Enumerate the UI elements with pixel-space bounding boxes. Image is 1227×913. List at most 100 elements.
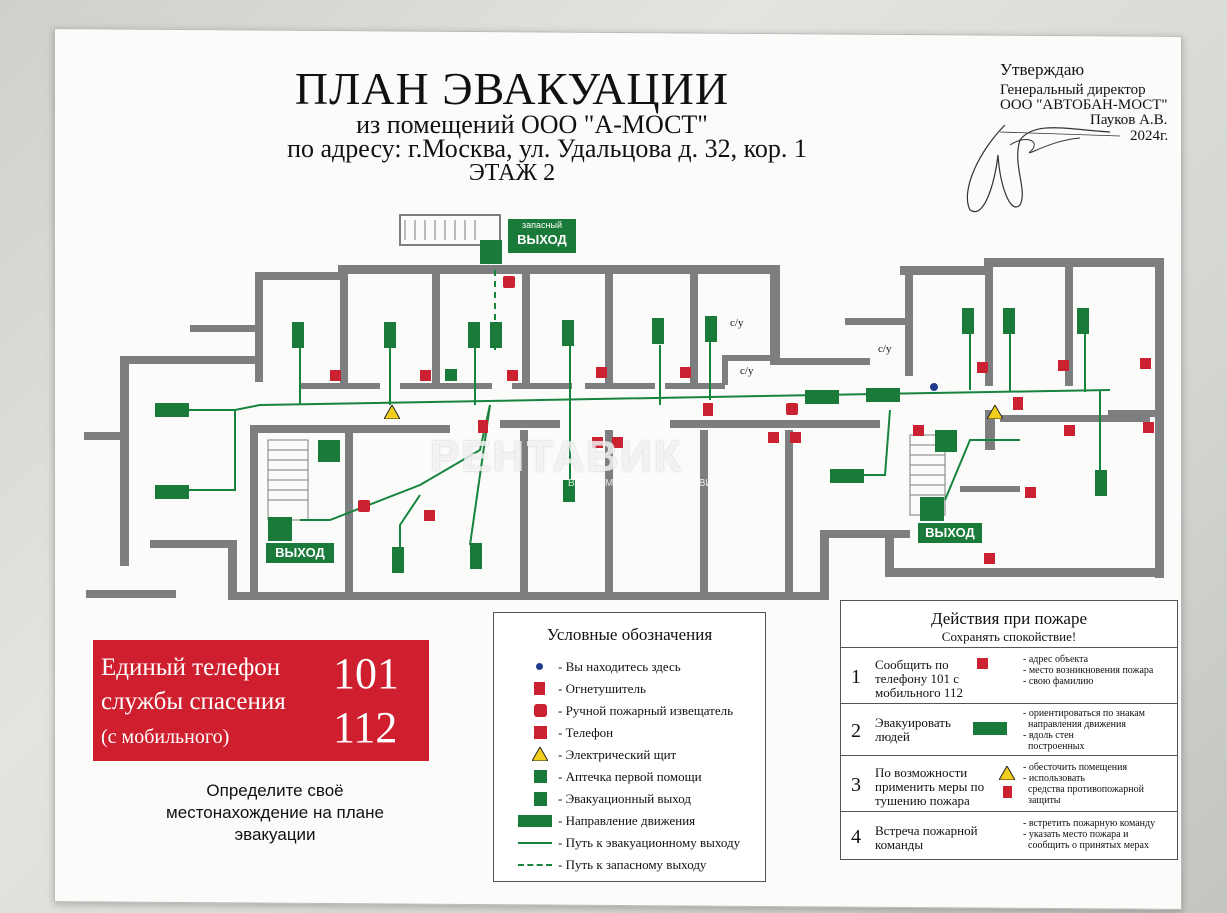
room-exit-sign-icon xyxy=(392,547,404,573)
plan-subtitle-company: из помещений ООО "А-МОСТ" xyxy=(356,110,708,139)
electrical-panel-icon xyxy=(987,405,1003,419)
emergency-line-2: службы спасения xyxy=(101,688,286,715)
extinguisher-icon xyxy=(703,403,713,416)
phone-icon xyxy=(592,437,603,448)
legend-panel: Условные обозначения - Вы находитесь зде… xyxy=(493,612,766,882)
phone-icon xyxy=(330,370,341,381)
watermark-brand: РЕНТАВИК xyxy=(430,432,683,481)
locate-note: Определите своё местонахождение на плане… xyxy=(166,781,384,844)
plan-subtitle-address: по адресу: г.Москва, ул. Удальцова д. 32… xyxy=(287,134,807,163)
room-exit-sign-icon xyxy=(468,322,480,348)
legend-label: - Аптечка первой помощи xyxy=(558,769,702,784)
room-exit-sign-icon xyxy=(1077,308,1089,334)
fire-action-note: - обесточить помещения - использовать ср… xyxy=(1023,762,1144,806)
wc-label-3: с/у xyxy=(878,343,892,355)
exit-sign-left: ВЫХОД xyxy=(266,543,334,563)
room-exit-sign-icon xyxy=(705,316,717,342)
fire-action-row: 3 По возможности применить меры по тушен… xyxy=(841,755,1177,812)
electrical-panel-icon xyxy=(532,747,548,761)
extinguisher-icon xyxy=(1013,397,1023,410)
evacuation-exit-icon xyxy=(534,792,547,806)
evacuation-routes xyxy=(180,330,1111,560)
manual-call-point-icon xyxy=(503,276,515,288)
phone-icon xyxy=(1140,358,1151,369)
phone-icon xyxy=(1143,422,1154,433)
plan-floor: ЭТАЖ 2 xyxy=(468,160,556,186)
spare-exit-bottom: ВЫХОД xyxy=(517,232,567,247)
fire-action-number: 3 xyxy=(851,774,861,796)
approval-approve: Утверждаю xyxy=(1000,60,1085,79)
phone-icon xyxy=(420,370,431,381)
direction-arrow-icon xyxy=(830,469,864,483)
room-exit-sign-icon xyxy=(1095,470,1107,496)
direction-arrow-icon xyxy=(973,722,1007,735)
phone-icon xyxy=(596,367,607,378)
running-person-sign-icon xyxy=(935,430,957,452)
fire-actions-subtitle: Сохранять спокойствие! xyxy=(941,629,1077,644)
legend-title: Условные обозначения xyxy=(546,625,713,644)
building-walls xyxy=(84,214,1164,600)
spare-exit-sign: запасный ВЫХОД xyxy=(508,219,576,253)
electrical-panel-icon xyxy=(384,405,400,419)
fire-actions-panel: Действия при пожаре Сохранять спокойстви… xyxy=(840,600,1178,860)
room-exit-sign-icon xyxy=(563,480,575,502)
exit-sign-right: ВЫХОД xyxy=(918,523,982,543)
emergency-line-1: Единый телефон xyxy=(101,654,281,681)
you-are-here-dot xyxy=(930,383,938,391)
extinguisher-icon xyxy=(1003,786,1012,798)
room-exit-sign-icon xyxy=(470,543,482,569)
phone-icon xyxy=(1064,425,1075,436)
phone-icon xyxy=(612,437,623,448)
legend-label: - Путь к эвакуационному выходу xyxy=(558,835,741,850)
legend-label: - Вы находитесь здесь xyxy=(558,659,681,674)
phone-icon xyxy=(424,510,435,521)
direction-arrow-icon xyxy=(805,390,839,404)
approval-name: Пауков А.В. xyxy=(1090,112,1168,128)
fire-actions-title: Действия при пожаре xyxy=(930,609,1088,628)
spare-exit-icon xyxy=(480,240,502,264)
director-signature xyxy=(966,124,1120,213)
phone-icon xyxy=(507,370,518,381)
wc-label-2: с/у xyxy=(740,365,754,377)
fire-action-number: 1 xyxy=(851,666,861,688)
emergency-number-101: 101 xyxy=(333,649,399,698)
direction-arrow-icon xyxy=(518,815,552,827)
fire-action-text: По возможности применить меры по тушению… xyxy=(875,765,985,808)
phone-icon xyxy=(680,367,691,378)
fire-action-text: Эвакуировать людей xyxy=(875,715,951,744)
phone-icon xyxy=(1058,360,1069,371)
fire-action-note: - ориентироваться по знакам направления … xyxy=(1023,708,1145,752)
manual-call-point-icon xyxy=(358,500,370,512)
room-exit-sign-icon xyxy=(652,318,664,344)
room-exit-sign-icon xyxy=(562,320,574,346)
running-person-sign-icon xyxy=(318,440,340,462)
legend-label: - Огнетушитель xyxy=(558,681,646,696)
direction-arrow-icon xyxy=(155,485,189,499)
phone-icon xyxy=(977,362,988,373)
fire-action-row: 2 Эвакуировать людей - ориентироваться п… xyxy=(841,703,1177,756)
wc-label-1: с/у xyxy=(730,317,744,329)
fire-action-row: 4 Встреча пожарной команды - встретить п… xyxy=(841,811,1177,858)
extinguisher-icon xyxy=(534,682,545,695)
phone-icon xyxy=(534,726,547,739)
emergency-line-3: (с мобильного) xyxy=(101,726,230,748)
dashed-path-line xyxy=(518,864,552,866)
phone-icon xyxy=(790,432,801,443)
direction-arrow-icon xyxy=(155,403,189,417)
fire-action-row: 1 Сообщить по телефону 101 с мобильного … xyxy=(841,647,1177,704)
exit-door-icon-left xyxy=(268,517,292,541)
you-are-here-dot xyxy=(536,663,543,670)
fire-action-number: 2 xyxy=(851,720,861,742)
approval-year: 2024г. xyxy=(1130,128,1169,144)
plan-title: ПЛАН ЭВАКУАЦИИ xyxy=(294,63,730,114)
fire-action-text: Сообщить по телефону 101 с мобильного 11… xyxy=(875,657,963,700)
electrical-panel-icon xyxy=(999,766,1015,780)
watermark-tagline: ВСЯ КОММЕРЧЕСКАЯ НЕДВИЖИМОСТЬ xyxy=(568,478,765,489)
emergency-number-112: 112 xyxy=(333,703,398,752)
spare-exit-top: запасный xyxy=(522,220,562,230)
fire-action-number: 4 xyxy=(851,826,861,848)
room-exit-sign-icon xyxy=(384,322,396,348)
legend-label: - Телефон xyxy=(558,725,614,740)
exit-door-icon-right xyxy=(920,497,944,521)
